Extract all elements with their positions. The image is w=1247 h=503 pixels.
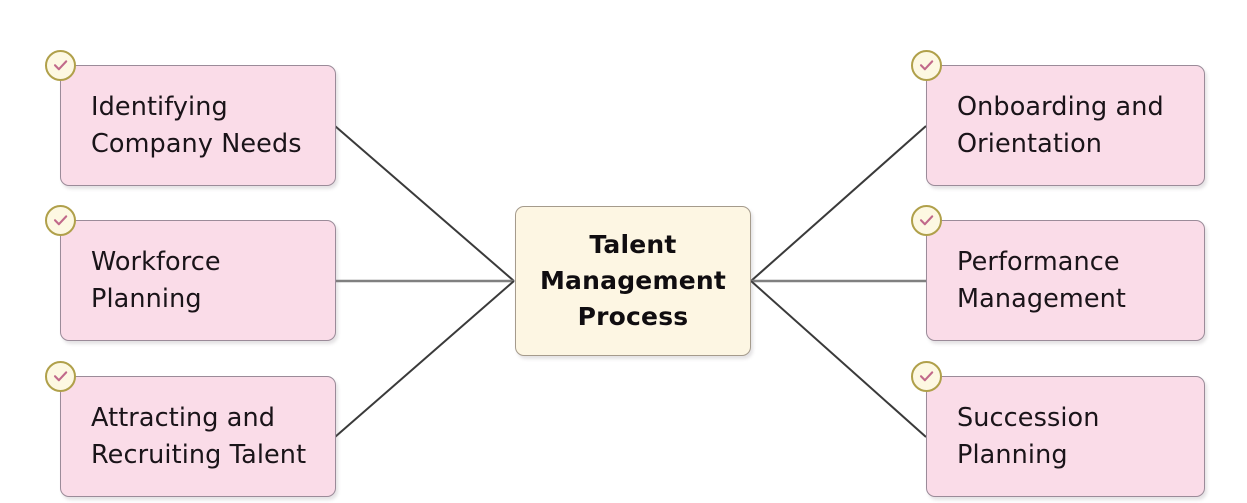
- check-circle-icon: [911, 50, 942, 81]
- node-talent-management-process[interactable]: Talent Management Process: [515, 206, 751, 356]
- hub-label: Talent Management Process: [539, 229, 727, 332]
- check-icon: [919, 371, 934, 382]
- node-label: Succession Planning: [957, 403, 1100, 470]
- check-icon: [53, 371, 68, 382]
- check-circle-icon: [45, 205, 76, 236]
- connector-onboarding-and-orientation: [750, 125, 927, 282]
- node-workforce-planning[interactable]: Workforce Planning: [60, 220, 336, 341]
- node-succession-planning[interactable]: Succession Planning: [926, 376, 1205, 497]
- node-onboarding-and-orientation[interactable]: Onboarding and Orientation: [926, 65, 1205, 186]
- node-label: Identifying Company Needs: [91, 92, 302, 159]
- node-attracting-and-recruiting-talent[interactable]: Attracting and Recruiting Talent: [60, 376, 336, 497]
- connector-identifying-company-needs: [334, 125, 515, 282]
- node-label: Performance Management: [957, 247, 1126, 314]
- node-label: Workforce Planning: [91, 247, 221, 314]
- node-label: Onboarding and Orientation: [957, 92, 1164, 159]
- check-icon: [53, 60, 68, 71]
- check-circle-icon: [911, 205, 942, 236]
- check-icon: [919, 60, 934, 71]
- connector-succession-planning: [750, 280, 927, 438]
- node-performance-management[interactable]: Performance Management: [926, 220, 1205, 341]
- check-circle-icon: [45, 361, 76, 392]
- connector-attracting-and-recruiting-talent: [334, 280, 515, 438]
- node-label: Attracting and Recruiting Talent: [91, 403, 307, 470]
- check-circle-icon: [911, 361, 942, 392]
- check-icon: [919, 215, 934, 226]
- node-identifying-company-needs[interactable]: Identifying Company Needs: [60, 65, 336, 186]
- check-icon: [53, 215, 68, 226]
- check-circle-icon: [45, 50, 76, 81]
